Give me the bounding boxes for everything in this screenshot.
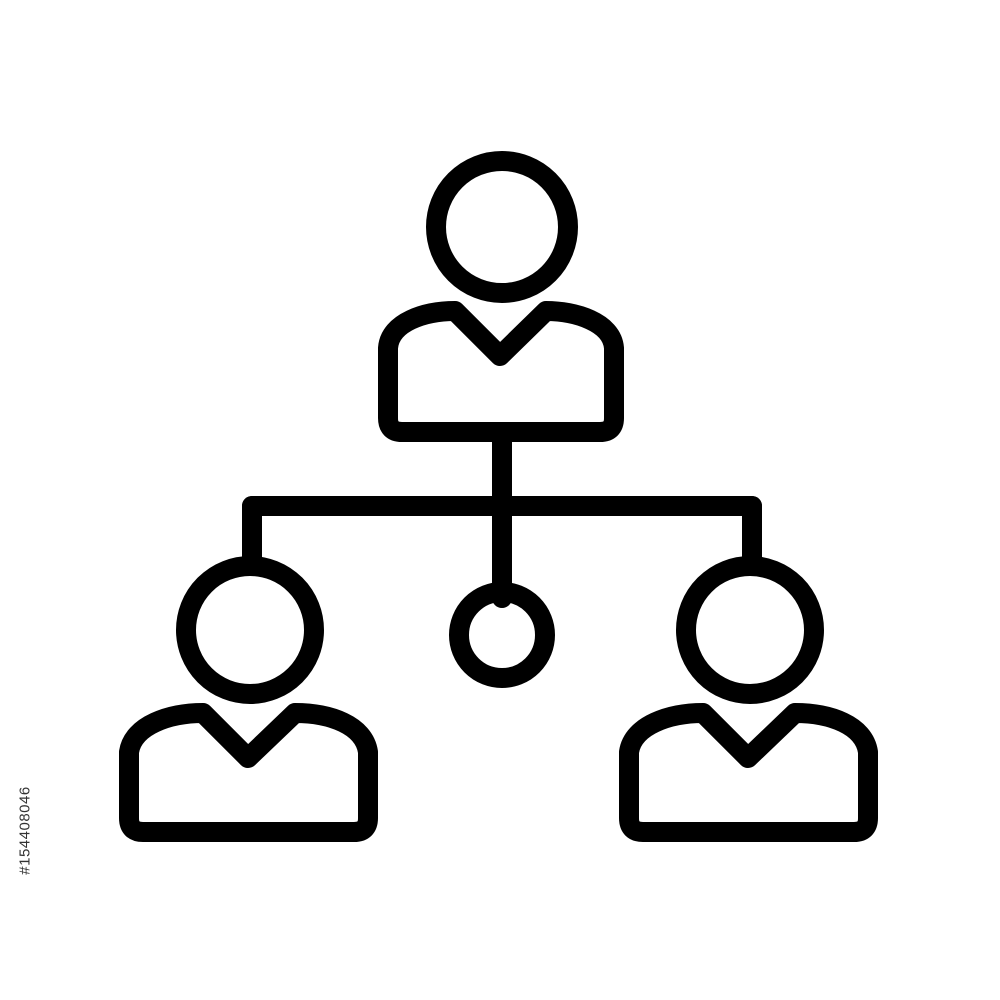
top-person-body bbox=[378, 301, 624, 442]
left-person-icon bbox=[119, 556, 378, 842]
left-person-body bbox=[119, 703, 378, 842]
top-person-icon bbox=[378, 151, 624, 442]
hierarchy-connectors bbox=[242, 422, 762, 608]
right-person-head bbox=[676, 556, 824, 704]
stock-id-text: #154408046 bbox=[16, 785, 34, 875]
stock-id-watermark: #154408046 bbox=[10, 750, 40, 910]
right-person-icon bbox=[619, 556, 878, 842]
left-person-head bbox=[176, 556, 324, 704]
center-node-circle-icon bbox=[449, 582, 555, 688]
top-person-head bbox=[426, 151, 578, 303]
right-person-body bbox=[619, 703, 878, 842]
